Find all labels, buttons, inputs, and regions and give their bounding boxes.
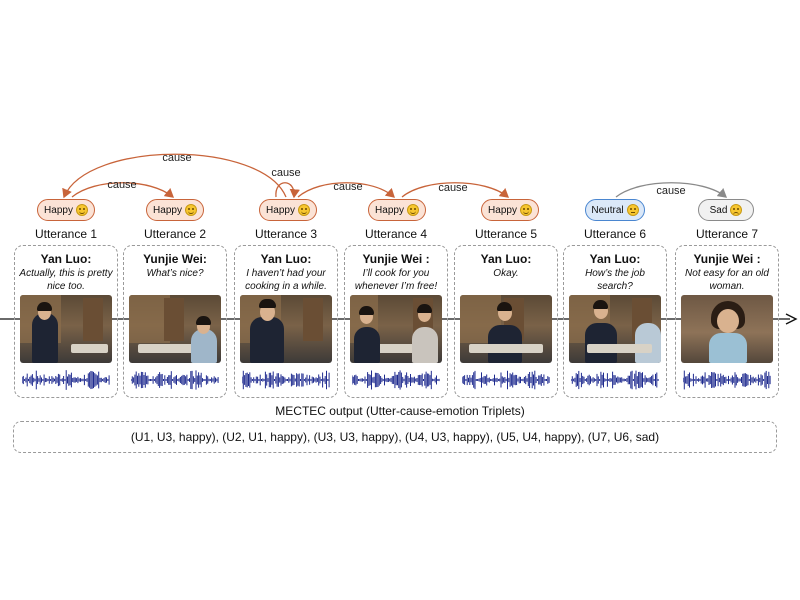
utterance-card-u5: Yan Luo: Okay. [454, 245, 558, 398]
smiling-face-icon [75, 204, 88, 216]
utterance-card-u2: Yunjie Wei: What’s nice? [123, 245, 227, 398]
video-frame [240, 295, 332, 363]
utterance-title: Utterance 1 [34, 227, 98, 241]
emotion-label: Sad [709, 204, 728, 216]
utterance-title: Utterance 2 [143, 227, 207, 241]
cause-label: cause [438, 182, 468, 194]
smiling-face-icon [297, 204, 310, 216]
cause-label: cause [162, 152, 192, 164]
utterance-text: Okay. [493, 268, 519, 279]
video-frame [681, 295, 773, 363]
emotion-label: Happy [153, 204, 182, 216]
speaker-name: Yunjie Wei: [143, 252, 207, 266]
cause-label: cause [333, 181, 363, 193]
smiling-face-icon [184, 204, 197, 216]
emotion-label: Happy [375, 204, 404, 216]
video-frame [460, 295, 552, 363]
utterance-card-u1: Yan Luo: Actually, this is pretty nice t… [14, 245, 118, 398]
utterance-title: Utterance 4 [364, 227, 428, 241]
utterance-title: Utterance 7 [695, 227, 759, 241]
audio-waveform [462, 370, 550, 390]
smiling-face-icon [519, 204, 532, 216]
cause-label: cause [107, 179, 137, 191]
utterance-card-u7: Yunjie Wei : Not easy for an old woman. [675, 245, 779, 398]
emotion-label: Happy [488, 204, 517, 216]
utterance-title: Utterance 5 [474, 227, 538, 241]
triplets-box: (U1, U3, happy), (U2, U1, happy), (U3, U… [13, 421, 777, 453]
speaker-name: Yan Luo: [589, 252, 641, 266]
cause-label: cause [271, 167, 301, 179]
emotion-badge-u3: Happy [259, 199, 317, 221]
utterance-text: I’ll cook for you whenever I’m free! [354, 268, 438, 292]
utterance-card-u3: Yan Luo: I haven’t had your cooking in a… [234, 245, 338, 398]
cause-label: cause [656, 185, 686, 197]
audio-waveform [131, 370, 219, 390]
emotion-badge-u5: Happy [481, 199, 539, 221]
utterance-text: What’s nice? [146, 268, 204, 279]
smiling-face-icon [406, 204, 419, 216]
emotion-label: Happy [266, 204, 295, 216]
audio-waveform [242, 370, 330, 390]
video-frame [350, 295, 442, 363]
emotion-label: Happy [44, 204, 73, 216]
utterance-text: Actually, this is pretty nice too. [19, 268, 113, 292]
audio-waveform [571, 370, 659, 390]
video-frame [129, 295, 221, 363]
utterance-title: Utterance 6 [583, 227, 647, 241]
emotion-badge-u4: Happy [368, 199, 426, 221]
output-title: MECTEC output (Utter-cause-emotion Tripl… [275, 404, 525, 418]
video-frame [569, 295, 661, 363]
speaker-name: Yunjie Wei : [693, 252, 761, 266]
cause-arc-u3-self [275, 182, 300, 199]
video-frame [20, 295, 112, 363]
crying-face-icon [730, 204, 743, 216]
audio-waveform [22, 370, 110, 390]
emotion-badge-u2: Happy [146, 199, 204, 221]
utterance-text: Not easy for an old woman. [685, 268, 769, 292]
speaker-name: Yan Luo: [260, 252, 312, 266]
speaker-name: Yan Luo: [480, 252, 532, 266]
utterance-card-u6: Yan Luo: How’s the job search? [563, 245, 667, 398]
audio-waveform [683, 370, 771, 390]
utterance-text: How’s the job search? [585, 268, 645, 292]
utterance-text: I haven’t had your cooking in a while. [245, 268, 327, 292]
audio-waveform [352, 370, 440, 390]
utterance-card-u4: Yunjie Wei : I’ll cook for you whenever … [344, 245, 448, 398]
emotion-label: Neutral [591, 204, 624, 216]
triplets-text: (U1, U3, happy), (U2, U1, happy), (U3, U… [130, 430, 660, 444]
speaker-name: Yan Luo: [40, 252, 92, 266]
utterance-title: Utterance 3 [254, 227, 318, 241]
emotion-badge-u1: Happy [37, 199, 95, 221]
emotion-badge-u6: Neutral [585, 199, 645, 221]
speaker-name: Yunjie Wei : [362, 252, 430, 266]
emotion-badge-u7: Sad [698, 199, 754, 221]
neutral-face-icon [626, 204, 639, 216]
